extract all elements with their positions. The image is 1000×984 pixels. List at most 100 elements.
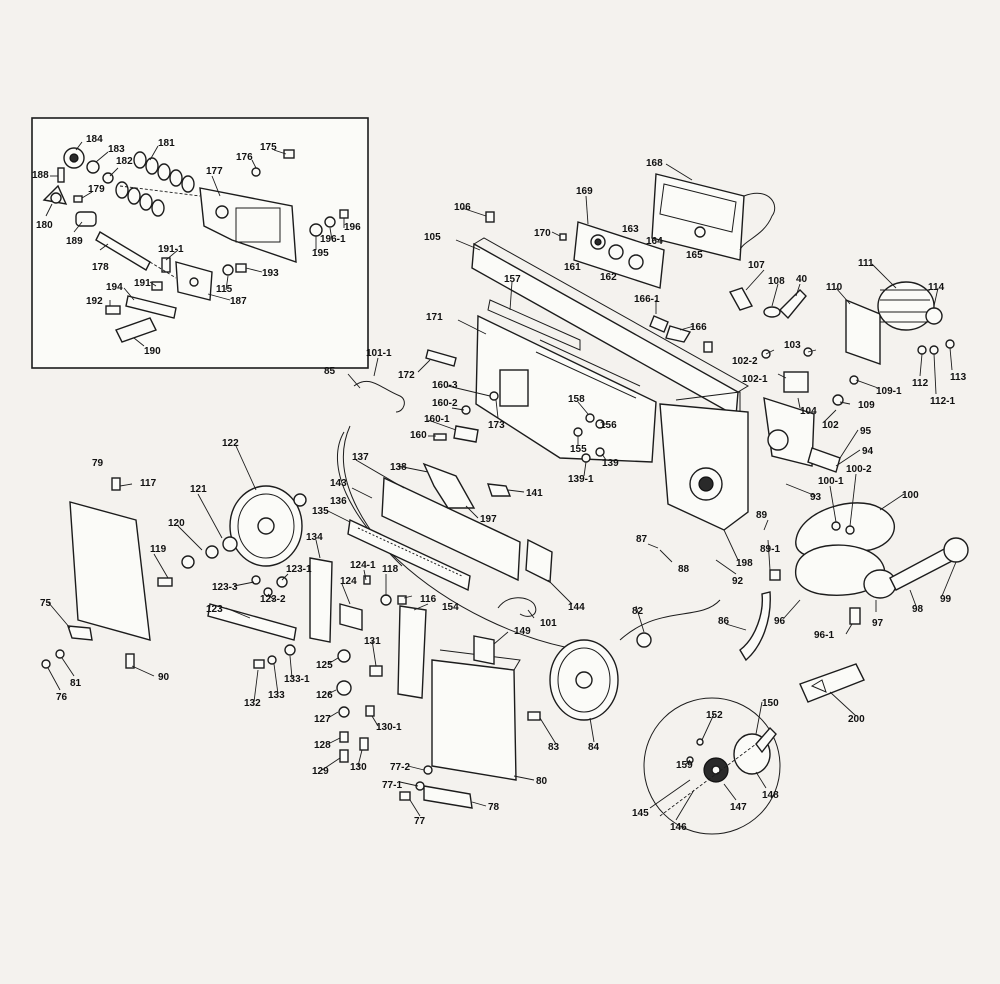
nut-123-1: [276, 576, 288, 588]
bolt-160: [433, 433, 447, 441]
callout-112-1: 112-1: [930, 396, 955, 407]
callout-162: 162: [600, 272, 617, 283]
callout-100-2: 100-2: [846, 464, 872, 475]
callout-166: 166: [690, 322, 707, 333]
callout-99: 99: [940, 594, 952, 605]
motor-group: [728, 281, 969, 703]
callout-95: 95: [860, 426, 872, 437]
washer-81: [55, 649, 65, 659]
callout-105: 105: [424, 232, 441, 243]
callout-143: 143: [330, 478, 347, 489]
callout-131: 131: [364, 636, 381, 647]
callout-160-1: 160-1: [424, 414, 450, 425]
callout-96-1: 96-1: [814, 630, 834, 641]
callout-109-1: 109-1: [876, 386, 902, 397]
screw-170: [559, 233, 567, 241]
callout-135: 135: [312, 506, 329, 517]
callout-137: 137: [352, 452, 369, 463]
bolt-109-1: [849, 375, 859, 385]
callout-89: 89: [756, 510, 768, 521]
callout-101-1: 101-1: [366, 348, 392, 359]
clip-89-1: [769, 569, 781, 581]
callout-79: 79: [92, 458, 104, 469]
callout-128: 128: [314, 740, 331, 751]
callout-93: 93: [810, 492, 822, 503]
pin-191-1: [161, 257, 171, 273]
callout-85: 85: [324, 366, 336, 377]
callout-196: 196: [344, 222, 361, 233]
leaders: [47, 163, 957, 821]
callout-121: 121: [190, 484, 207, 495]
callout-108: 108: [768, 276, 785, 287]
washer-196-1: [324, 216, 336, 228]
callout-150: 150: [762, 698, 779, 709]
detail-circle: [643, 697, 781, 835]
knob-141: [486, 483, 512, 497]
bolt-119: [157, 577, 173, 587]
callout-130-1: 130-1: [376, 722, 402, 733]
callout-81: 81: [70, 678, 82, 689]
callout-178: 178: [92, 262, 109, 273]
bearing-126: [336, 680, 352, 696]
washer-123-2: [263, 587, 273, 597]
bolt-192: [105, 305, 121, 315]
washer-112: [917, 345, 927, 355]
spring-101: [497, 597, 537, 617]
plate-194: [125, 295, 177, 319]
callout-77-1: 77-1: [382, 780, 402, 791]
callout-124: 124: [340, 576, 357, 587]
callout-189: 189: [66, 236, 83, 247]
callout-119: 119: [150, 544, 167, 555]
callout-120: 120: [168, 518, 185, 529]
pulley-97: [863, 569, 897, 599]
callout-177: 177: [206, 166, 223, 177]
callout-134: 134: [306, 532, 323, 543]
bracket-166-1: [649, 315, 669, 333]
bracket-138: [422, 462, 476, 509]
nut-130-1: [365, 705, 375, 717]
callout-86: 86: [718, 616, 730, 627]
bolt-129: [339, 749, 349, 763]
callout-139-1: 139-1: [568, 474, 594, 485]
screw-160-3: [489, 391, 499, 401]
nut-115: [222, 264, 234, 276]
callout-109: 109: [858, 400, 875, 411]
bolt-132: [253, 659, 265, 669]
callout-166-1: 166-1: [634, 294, 660, 305]
callout-158: 158: [568, 394, 585, 405]
callout-200: 200: [848, 714, 865, 725]
label-200: [799, 663, 865, 703]
callout-161: 161: [564, 262, 581, 273]
screw-171: [703, 341, 713, 353]
callout-122: 122: [222, 438, 239, 449]
callout-76: 76: [56, 692, 68, 703]
link-82: [619, 599, 721, 641]
bracket-102-1: [783, 371, 809, 393]
callout-194: 194: [106, 282, 123, 293]
callout-154: 154: [442, 602, 459, 613]
arm-150: [755, 726, 777, 754]
callout-125: 125: [316, 660, 333, 671]
shaft-95: [807, 447, 841, 473]
callout-88: 88: [678, 564, 690, 575]
callout-173: 173: [488, 420, 505, 431]
bolt-79: [111, 477, 121, 491]
washer-112-1: [929, 345, 939, 355]
bearing-82: [636, 632, 652, 648]
callout-78: 78: [488, 802, 500, 813]
washer-100-2: [845, 525, 855, 535]
callout-133-1: 133-1: [284, 674, 310, 685]
callout-130: 130: [350, 762, 367, 773]
motor-plate-110: [845, 298, 881, 365]
callout-96: 96: [774, 616, 786, 627]
callout-123-2: 123-2: [260, 594, 286, 605]
plate-78: [423, 785, 473, 809]
callout-110: 110: [826, 282, 843, 293]
washer-118: [380, 594, 392, 606]
washer-139-1: [581, 453, 591, 463]
pulley-114: [925, 307, 943, 325]
rod-190: [115, 317, 157, 343]
callout-87: 87: [636, 534, 648, 545]
washer-123-3: [251, 575, 261, 585]
